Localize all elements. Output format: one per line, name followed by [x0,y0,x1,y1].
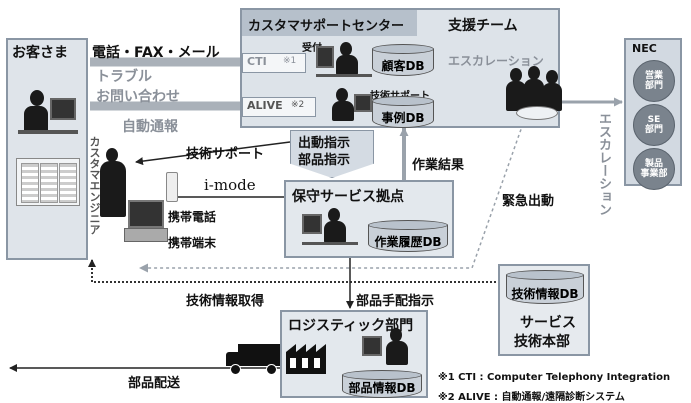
server-rack-icon [16,158,80,206]
nec-unit-product: 製品 事業部 [633,148,675,190]
parts-info-db: 部品情報DB [342,370,422,398]
alive-tag: ALIVE ※2 [242,97,316,117]
support-team-title: 支援チーム [448,18,518,34]
maintenance-base-title: 保守サービス拠点 [292,189,404,205]
arrow-tech-info [88,259,500,283]
service-hq-box: 技術情報DB サービス 技術本部 [498,264,590,356]
nec-title: NEC [632,42,657,55]
customer-db: 顧客DB [372,44,434,76]
emergency-dispatch-label: 緊急出動 [502,194,555,209]
maintenance-base-box: 保守サービス拠点 作業履歴DB [284,180,454,258]
work-result-label: 作業結果 [412,158,465,173]
parts-instruction-label: 部品指示 [298,153,351,168]
mobile-terminal-label: 携帯端末 [168,236,217,250]
customer-title: お客さま [12,45,68,61]
factory-icon [286,336,340,374]
customer-box: お客さま [6,38,88,260]
mobile-phone-label: 携帯電話 [168,210,217,224]
service-hq-title-2: 技術本部 [514,334,570,350]
arrow-tech-support [135,141,291,166]
tech-operator-icon [326,86,372,126]
support-team-icon [506,66,564,122]
support-center-title: カスタマサポートセンター [248,19,405,34]
tech-info-db: 技術情報DB [506,270,584,304]
footnote-alive: ※2 ALIVE : 自動通報/遠隔診断システム [438,392,625,403]
work-history-db: 作業履歴DB [368,220,448,252]
arrow-emergency [139,117,526,273]
nec-escalation-label: エスカレーション [596,112,611,216]
dispatch-instruction-label: 出動指示 [298,136,351,151]
nec-unit-se: SE 部門 [633,104,675,146]
cti-tag: CTI ※1 [242,53,306,73]
parts-delivery-label: 部品配送 [128,376,181,391]
alive-label: ALIVE [247,99,283,112]
reception-label: 受付 [302,43,322,54]
footnote-cti: ※1 CTI : Computer Telephony Integration [438,372,671,383]
customer-person-icon [18,88,78,148]
label-inquiry: お問い合わせ [96,89,180,105]
cti-label: CTI [247,55,267,68]
escalation-label: エスカレーション [448,54,544,68]
logistics-title: ロジスティック部門 [288,318,414,334]
case-db: 事例DB [372,96,434,128]
service-hq-title-1: サービス [520,315,576,331]
customer-engineer-label: カスタマエンジニア [88,136,101,235]
tech-support-arrow-label: 技術サポート [186,147,265,162]
alive-note-mark: ※2 [291,100,305,110]
label-trouble: トラブル [96,69,152,85]
case-db-label: 事例DB [381,111,425,125]
nec-box: NEC 営業 部門 SE 部門 製品 事業部 [624,38,682,190]
delivery-truck-icon [226,344,282,375]
label-auto-report: 自動通報 [122,119,178,135]
nec-unit-sales: 営業 部門 [633,60,675,102]
engineer-phone-person-icon [98,148,132,218]
label-phone-fax-mail: 電話・FAX・メール [92,45,220,61]
parts-info-db-label: 部品情報DB [348,381,416,395]
imode-label: i-mode [204,176,256,194]
customer-db-label: 顧客DB [381,59,425,73]
mobile-terminal-icon [124,200,168,244]
cti-note-mark: ※1 [283,56,297,66]
reception-operator-icon [316,40,372,80]
logistics-operator-icon [362,328,418,372]
work-history-db-label: 作業履歴DB [374,235,442,249]
tech-info-db-label: 技術情報DB [511,287,579,301]
tech-info-label: 技術情報取得 [186,294,265,309]
maintenance-operator-icon [302,208,358,252]
parts-order-label: 部品手配指示 [356,294,435,309]
logistics-box: ロジスティック部門 部品情報DB [280,310,428,398]
mobile-phone-icon [166,172,178,202]
